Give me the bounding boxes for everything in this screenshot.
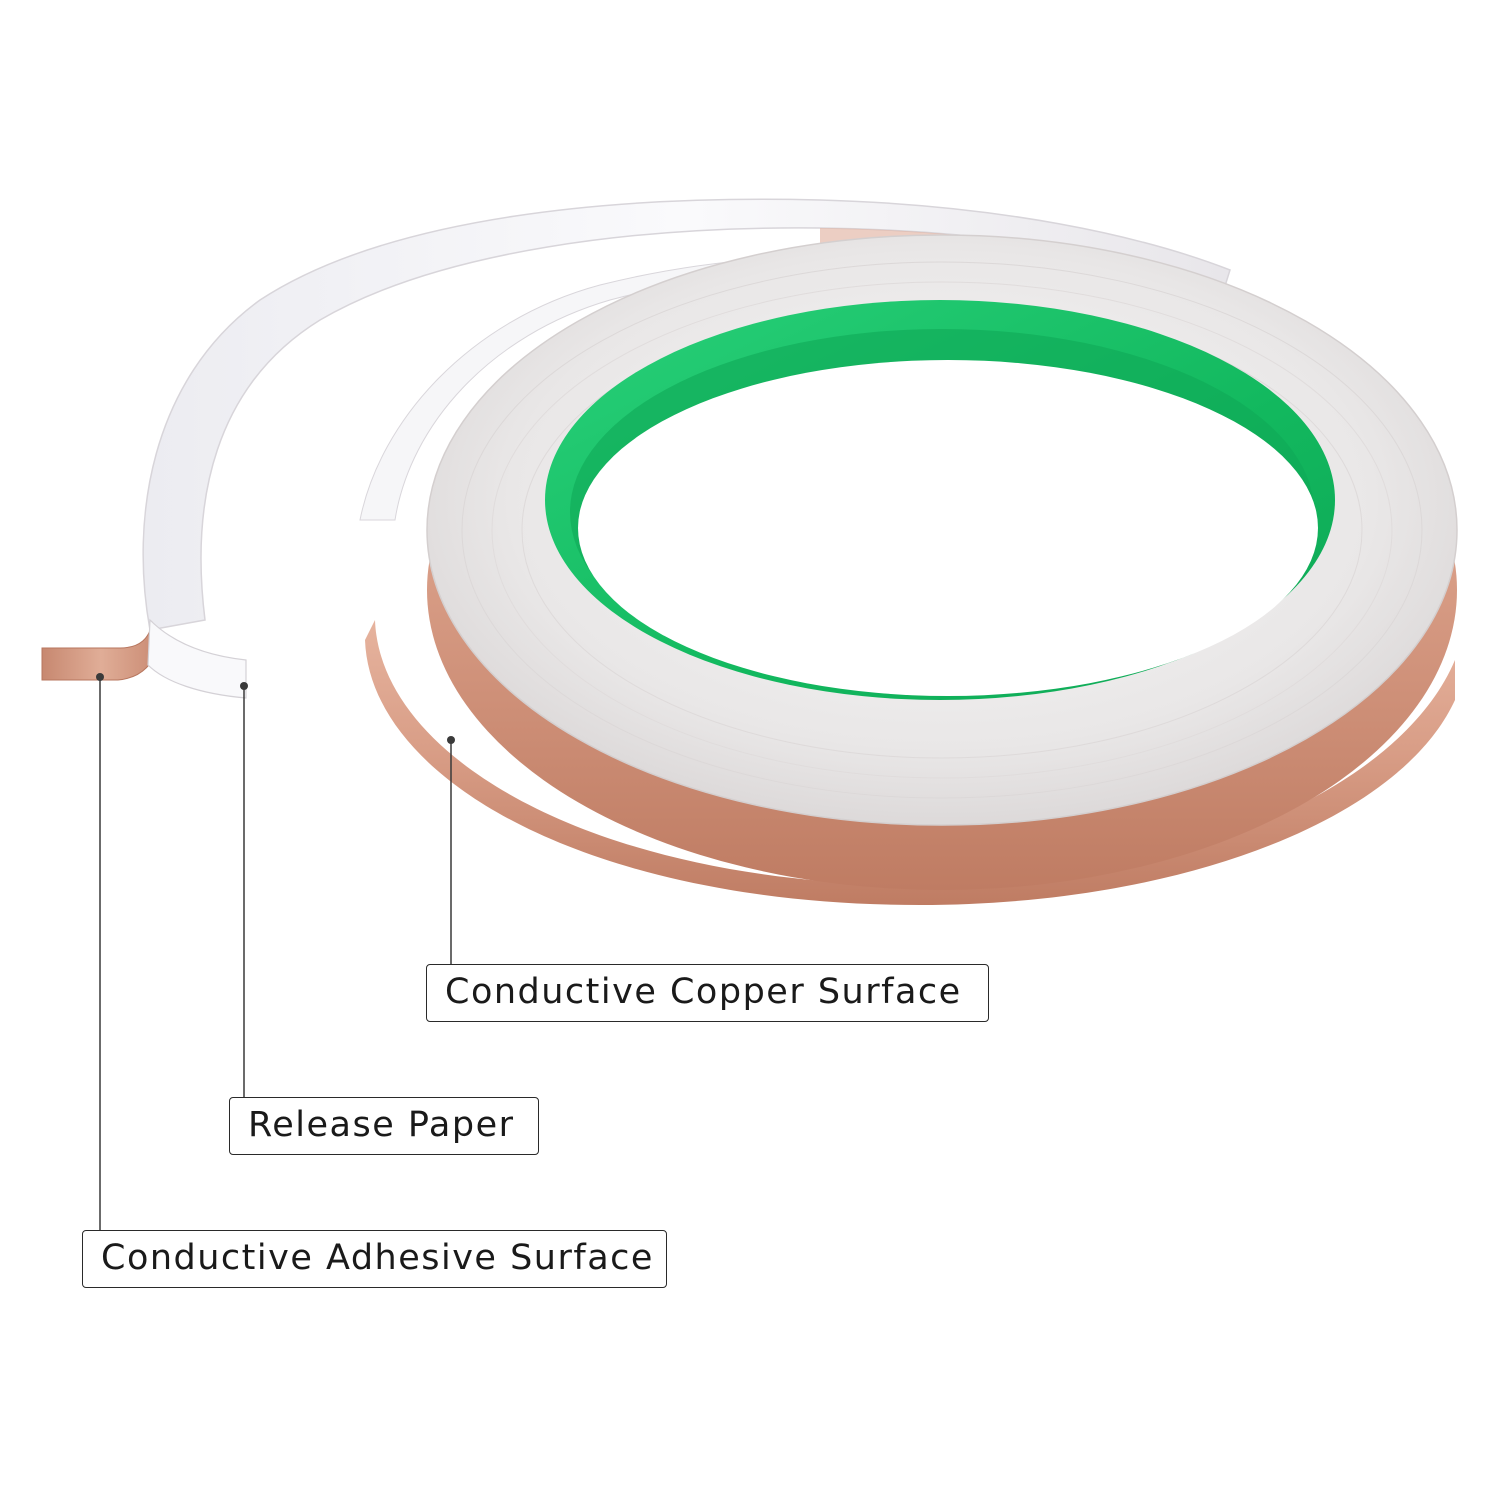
leader-dot-copper: [447, 736, 455, 744]
leader-dot-release: [240, 682, 248, 690]
callout-release-paper: Release Paper: [229, 1097, 539, 1155]
tape-roll: [426, 234, 1458, 890]
callout-conductive-adhesive-surface: Conductive Adhesive Surface: [82, 1230, 667, 1288]
leader-lines: [96, 673, 455, 1230]
peeled-tape-end: [41, 618, 247, 699]
leader-dot-adhesive: [96, 673, 104, 681]
callout-conductive-copper-surface: Conductive Copper Surface: [426, 964, 989, 1022]
